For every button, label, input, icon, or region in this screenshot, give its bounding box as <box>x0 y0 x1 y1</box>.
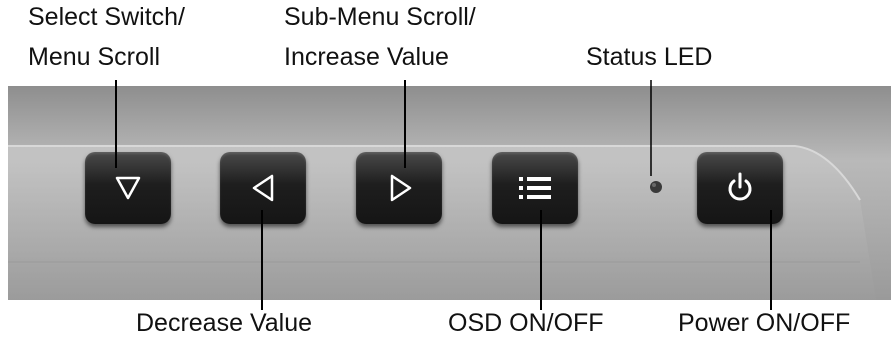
label-submenu-line2: Increase Value <box>284 43 449 71</box>
decrease-value-button[interactable] <box>220 152 306 224</box>
bezel-ridge-highlight <box>8 145 861 201</box>
osd-menu-button[interactable] <box>492 152 578 224</box>
menu-list-icon <box>519 177 551 199</box>
select-switch-button[interactable] <box>85 152 171 224</box>
down-triangle-icon <box>115 176 141 200</box>
label-select-switch-line1: Select Switch/ <box>28 3 186 31</box>
label-osd-on-off: OSD ON/OFF <box>448 309 604 337</box>
power-icon <box>728 172 752 201</box>
label-decrease-value: Decrease Value <box>136 309 313 337</box>
label-submenu-line1: Sub-Menu Scroll/ <box>284 3 476 31</box>
label-power-on-off: Power ON/OFF <box>678 309 851 337</box>
label-status-led: Status LED <box>586 43 713 71</box>
power-button[interactable] <box>697 152 783 224</box>
status-led <box>650 181 662 193</box>
label-select-switch-line2: Menu Scroll <box>28 43 160 71</box>
status-led-highlight <box>652 183 656 187</box>
right-triangle-icon <box>390 174 412 202</box>
left-triangle-icon <box>252 174 274 202</box>
increase-value-button[interactable] <box>356 152 442 224</box>
